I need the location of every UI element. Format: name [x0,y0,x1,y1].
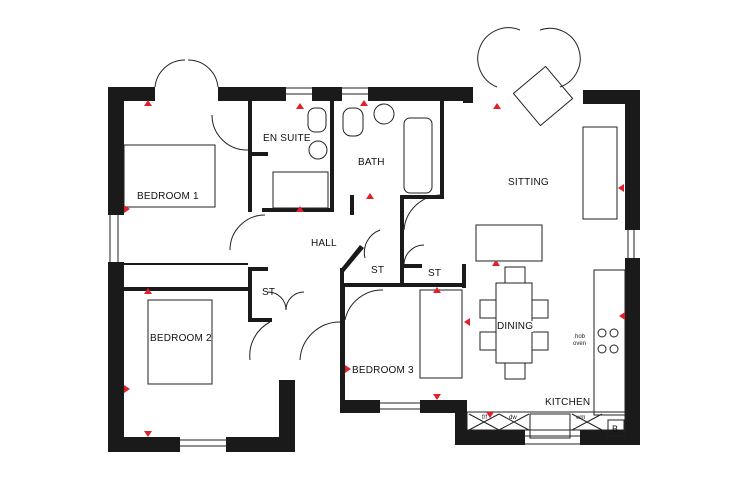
basin-ensuite [308,140,328,160]
door [229,214,266,251]
room-label-bedroom-3: BEDROOM 3 [352,365,414,376]
boiler [607,419,625,437]
french-doors-sitting [477,27,581,88]
wall [400,264,422,268]
cupboard-doors [267,291,305,311]
door [363,229,381,259]
french-doors-bedroom1 [154,59,219,88]
wall [580,430,640,445]
wall [368,87,465,101]
wall [440,100,444,199]
wall [400,195,404,285]
armchair [475,224,543,262]
toilet-bath [342,107,364,137]
oven-label: oven [573,341,587,347]
room-label-st: ST [428,268,442,279]
room-label-bedroom-2: BEDROOM 2 [150,333,212,344]
room-label-en-suite: EN SUITE [263,133,311,144]
dining-chair [479,331,497,351]
room-label-bath: BATH [358,157,385,168]
door [211,114,249,151]
room-label-sitting: SITTING [508,177,549,188]
sink [529,413,571,439]
worktop-right [593,269,626,416]
door [249,321,271,361]
wall [218,87,286,101]
wall [340,285,345,413]
wall [340,245,364,272]
room-label-st: ST [262,287,276,298]
wall [248,152,268,156]
wall [108,262,124,452]
shower-tray [272,171,329,209]
bed-2 [147,299,213,385]
room-label-st: ST [371,265,385,276]
wall [625,90,640,230]
wall [463,87,473,103]
wall [108,87,124,215]
wall [455,430,525,445]
dining-chair [531,331,549,351]
room-label-bedroom-1: BEDROOM 1 [137,191,199,202]
wall [248,267,252,322]
hob-label: hob [575,334,586,340]
bed-3 [419,289,463,379]
bath-tub [403,117,433,194]
wall [124,263,248,265]
wall [625,258,640,445]
wall [108,437,180,452]
socket-markers [124,100,625,437]
wall [279,380,295,452]
wall [330,100,334,212]
wall [312,87,342,101]
wall [462,264,466,288]
wall [400,195,442,199]
washing-machine-label: wm [576,415,586,421]
room-label-kitchen: KITCHEN [545,397,591,408]
dining-chair [479,299,497,319]
basin-bath [373,103,395,125]
chair [512,65,574,127]
toilet-ensuite [307,107,327,133]
internal-walls [124,100,466,322]
door [403,244,425,266]
wall [340,400,380,413]
dining-chair [531,299,549,319]
door [403,194,443,231]
external-walls [108,87,640,452]
dining-chair [504,266,526,284]
wall [248,267,268,271]
fridge-freezer-label: f/f [482,415,488,421]
wall [340,268,344,288]
windows [109,87,635,447]
appliance-crosses [468,413,603,431]
wall [248,318,272,322]
worktop-bottom [466,411,626,431]
room-label-hall: HALL [311,238,337,249]
wall [226,437,295,452]
wall [340,283,464,287]
bed-1 [123,144,216,208]
dishwasher-label: dw [509,415,517,421]
door [344,289,384,321]
sofa [582,126,618,220]
dining-chair [504,362,526,380]
wall [350,195,354,215]
wall [124,287,248,291]
door [299,321,341,361]
room-label-dining: DINING [497,321,534,332]
boiler-label: B [612,424,619,434]
